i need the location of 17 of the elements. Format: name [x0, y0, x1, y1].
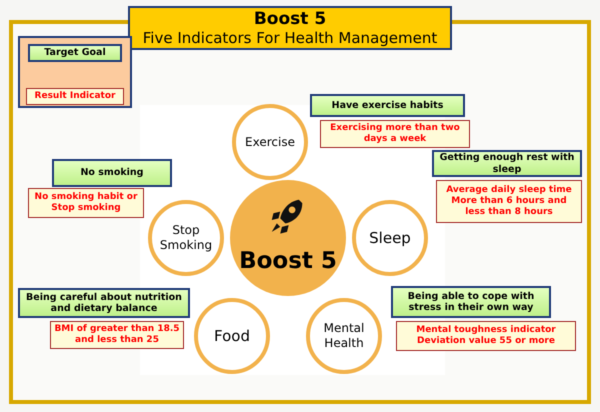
indicator-box: Mental toughness indicator Deviation value 55 or more: [396, 321, 576, 351]
goal-box: Being careful about nutrition and dietary balance: [18, 288, 190, 318]
title-banner: [128, 6, 452, 50]
title-text: Five Indicators For Health Management: [142, 29, 438, 47]
indicator-box: Exercising more than two days a week: [320, 120, 470, 148]
goal-box: Being able to cope with stress in their own way: [391, 286, 551, 318]
indicator-box: No smoking habit or Stop smoking: [28, 188, 144, 218]
indicator-box: Average daily sleep time More than 6 hours and less than 8 hours: [436, 180, 582, 223]
goal-box: Have exercise habits: [310, 94, 465, 117]
indicator-box: Result Indicator: [26, 88, 124, 105]
title-text: Boost 5: [254, 9, 326, 29]
goal-box: No smoking: [52, 159, 172, 187]
indicator-box: BMI of greater than 18.5 and less than 25: [50, 321, 184, 349]
goal-box: Target Goal: [28, 44, 122, 62]
center-label: Boost 5: [239, 248, 337, 274]
key-panel: [18, 36, 132, 108]
goal-box: Getting enough rest with sleep: [432, 150, 582, 177]
